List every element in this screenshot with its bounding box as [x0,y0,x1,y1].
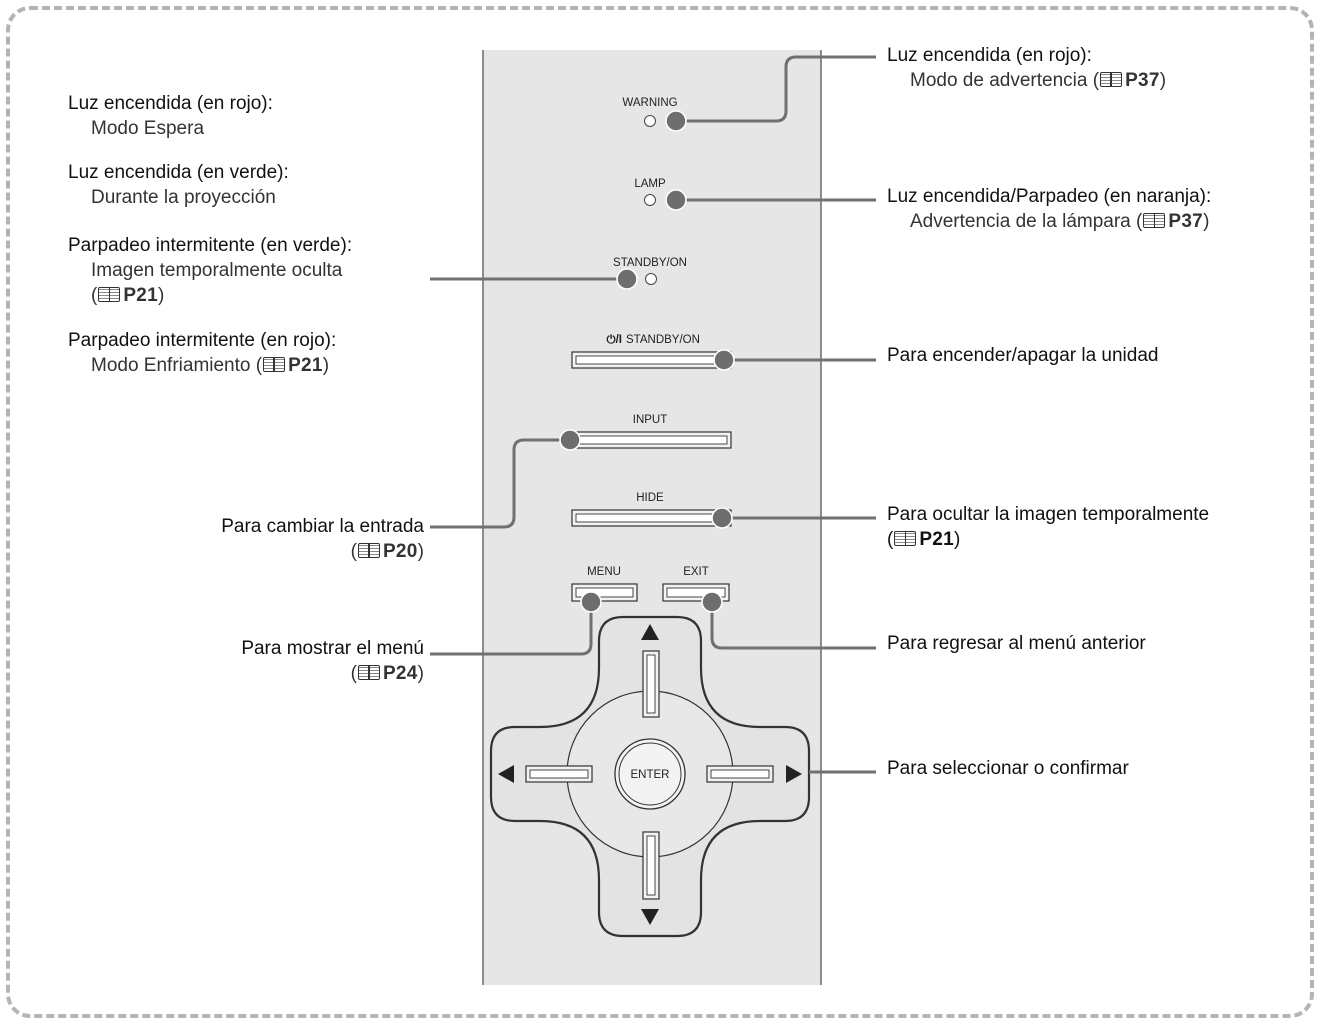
callout-exit: Para regresar al menú anterior [887,631,1146,656]
callout-title: Luz encendida/Parpadeo (en naranja): [887,186,1212,207]
standby-on-button[interactable] [571,351,732,369]
enter-label: ENTER [631,769,670,781]
book-icon [263,357,286,372]
callout-menu: Para mostrar el menú (P24) [241,636,424,686]
warning-label: WARNING [622,97,677,109]
right-button[interactable] [706,765,774,783]
hide-button[interactable] [571,509,732,527]
dot-input [559,429,581,451]
input-button[interactable] [571,431,732,449]
input-label: INPUT [633,414,668,426]
callout-title: Para encender/apagar la unidad [887,345,1159,366]
book-icon [894,531,917,546]
callout-dpad: Para seleccionar o confirmar [887,756,1129,781]
warning-led [644,115,656,127]
right-arrow-icon [786,765,802,783]
leader-menu [430,602,593,656]
page-reference: (P24) [350,663,424,684]
left-button[interactable] [525,765,593,783]
left-arrow-icon [498,765,514,783]
callout-title: Para ocultar la imagen temporalmente [887,504,1210,525]
dot-exit [701,591,723,613]
leader-warning [676,55,876,123]
callout-title: Parpadeo intermitente (en verde): [68,235,353,256]
callout-desc: Modo de advertencia (P37) [910,70,1167,91]
standby-on-button-label: STANDBY/ON [626,334,700,346]
callout-desc: Advertencia de la lámpara (P37) [910,211,1210,232]
dot-warning [665,110,687,132]
callout-blink-red: Parpadeo intermitente (en rojo): Modo En… [68,328,336,378]
callout-projecting-green: Luz encendida (en verde): Durante la pro… [68,160,289,210]
callout-input: Para cambiar la entrada (P20) [221,514,424,564]
up-button[interactable] [642,650,660,718]
dot-lamp [665,189,687,211]
callout-title: Para regresar al menú anterior [887,633,1146,654]
exit-label: EXIT [683,566,709,578]
page-reference: (P21) [887,529,961,550]
callout-desc: Imagen temporalmente oculta [91,260,343,281]
standby-led [645,273,657,285]
callout-power: Para encender/apagar la unidad [887,343,1158,368]
dot-power [713,349,735,371]
menu-label: MENU [587,566,621,578]
enter-button[interactable]: ENTER [614,738,686,810]
book-icon [98,287,121,302]
callout-title: Para mostrar el menú [241,638,424,659]
down-arrow-icon [641,909,659,925]
leader-input [430,438,570,529]
book-icon [357,543,380,558]
dot-standby [616,268,638,290]
callout-desc: Modo Espera [91,118,205,139]
power-symbol: ⏻/I [607,333,623,346]
callout-title: Parpadeo intermitente (en rojo): [68,330,337,351]
callout-lamp: Luz encendida/Parpadeo (en naranja): Adv… [887,184,1211,234]
callout-desc: Durante la proyección [91,187,276,208]
callout-hide: Para ocultar la imagen temporalmente (P2… [887,502,1209,552]
leader-exit [710,602,876,650]
dot-menu [580,591,602,613]
callout-desc: Modo Enfriamiento (P21) [91,355,330,376]
dot-hide [711,507,733,529]
callout-title: Para seleccionar o confirmar [887,758,1129,779]
lamp-led [644,194,656,206]
hide-label: HIDE [636,492,664,504]
book-icon [1100,72,1123,87]
callout-title: Luz encendida (en rojo): [887,45,1092,66]
callout-blink-green: Parpadeo intermitente (en verde): Imagen… [68,233,352,308]
page-reference: (P20) [350,541,424,562]
book-icon [357,665,380,680]
dashed-frame [6,6,1314,1018]
callout-warning: Luz encendida (en rojo): Modo de adverte… [887,43,1166,93]
down-button[interactable] [642,831,660,900]
lamp-label: LAMP [634,178,666,190]
callout-title: Luz encendida (en verde): [68,162,289,183]
callout-title: Para cambiar la entrada [221,516,424,537]
callout-standby-red: Luz encendida (en rojo): Modo Espera [68,91,273,141]
standby-on-indicator-label: STANDBY/ON [613,257,687,269]
up-arrow-icon [641,624,659,640]
callout-title: Luz encendida (en rojo): [68,93,273,114]
page-reference: (P21) [91,285,165,306]
book-icon [1143,213,1166,228]
